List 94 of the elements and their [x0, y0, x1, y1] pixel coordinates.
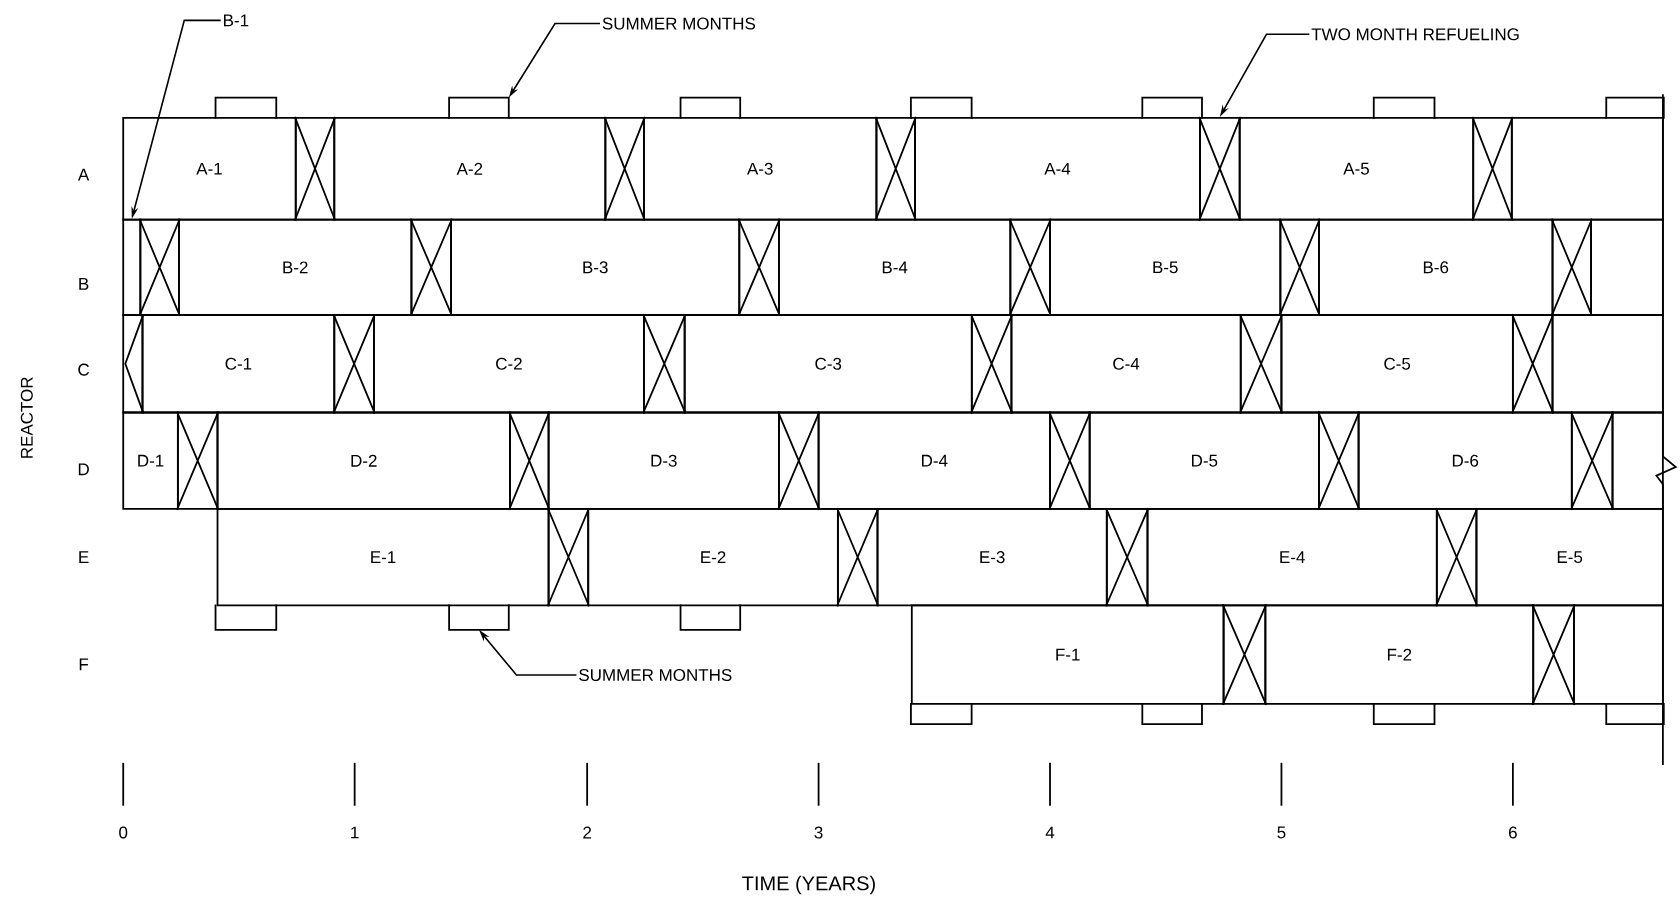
row-label: B [79, 278, 89, 290]
cycle-box: D-6 [1357, 411, 1573, 510]
cycle-box: E-3 [876, 508, 1108, 607]
tick-label: 4 [1045, 826, 1055, 839]
cycle-box: F-2 [1264, 604, 1535, 705]
cycle-box: C-5 [1280, 314, 1514, 414]
refueling-box [1471, 116, 1514, 222]
cycle-box [1573, 604, 1664, 705]
summer-bar [679, 96, 742, 120]
refueling-box [874, 116, 917, 222]
axis-title: REACTOR [20, 377, 33, 458]
refueling-box [138, 217, 181, 317]
cycle-box: C-3 [683, 314, 973, 414]
refueling-box [777, 410, 821, 511]
cycle-box: B-2 [178, 218, 413, 316]
summer-bar [1141, 702, 1203, 725]
callout-text: TWO MONTH REFUELING [1311, 28, 1519, 41]
summer-bar [1372, 96, 1436, 120]
refueling-box [1531, 603, 1576, 706]
cycle-box [1611, 411, 1664, 510]
callout-text: SUMMER MONTHS [579, 669, 732, 681]
summer-bar [679, 603, 742, 631]
refueling-box [1198, 116, 1242, 222]
row-label: D [78, 463, 89, 476]
refueling-box [546, 507, 590, 608]
summer-bar [214, 96, 278, 120]
cycle-box: E-1 [216, 508, 550, 607]
cycle-box: A-4 [914, 116, 1201, 221]
summer-bar [1141, 96, 1203, 120]
tick-label: 0 [119, 826, 128, 839]
tick-label: 2 [583, 826, 591, 839]
refueling-box [642, 313, 687, 415]
refueling-box [409, 217, 453, 317]
summer-bar [1605, 96, 1665, 120]
refueling-box [1570, 410, 1615, 511]
refueling-box [1435, 507, 1479, 608]
cycle-box: D-1 [122, 411, 179, 510]
cycle-box: A-5 [1238, 116, 1475, 221]
cycle-box: A-2 [333, 116, 607, 221]
row-label: F [79, 658, 89, 671]
row-label: A [77, 168, 90, 181]
row-label: E [79, 551, 89, 563]
tick-label: 6 [1509, 826, 1517, 839]
refueling-box [176, 410, 220, 511]
cycle-box: A-3 [643, 116, 878, 221]
cycle-box: B-5 [1049, 218, 1282, 316]
cycle-box: F-1 [910, 604, 1225, 705]
refueling-box [603, 116, 646, 222]
refueling-box [836, 507, 880, 608]
summer-bar [448, 603, 510, 631]
refueling-box [1238, 313, 1284, 415]
refueling-box [737, 217, 781, 317]
summer-bar [214, 603, 278, 631]
row-label: C [78, 363, 90, 376]
cycle-box: E-4 [1146, 508, 1438, 607]
refueling-box [1317, 410, 1361, 511]
refueling-box [1105, 507, 1150, 608]
cycle-box: B-6 [1318, 218, 1554, 316]
refueling-box [1008, 217, 1052, 317]
callout-text: SUMMER MONTHS [602, 17, 756, 30]
cycle-box: D-4 [817, 411, 1051, 510]
axis-title: TIME (YEARS) [742, 875, 875, 895]
summer-bar [910, 96, 973, 120]
tick-label: 3 [814, 826, 823, 839]
cycle-box [1510, 116, 1664, 221]
refueling-box [1048, 410, 1092, 511]
cycle-box: E-2 [587, 508, 839, 607]
summer-bar [448, 96, 510, 120]
cycle-box: A-1 [122, 116, 297, 221]
cycle-box: B-3 [450, 218, 741, 316]
cycle-box [1551, 314, 1664, 414]
refueling-box [1550, 217, 1593, 317]
cycle-box: B-4 [778, 218, 1012, 316]
cycle-box: C-4 [1010, 314, 1242, 414]
cycle-box: D-2 [216, 411, 511, 510]
cycle-box: C-2 [373, 314, 645, 414]
summer-bar [910, 702, 973, 725]
refueling-box [970, 313, 1014, 415]
refueling-box [1511, 313, 1555, 415]
refueling-box [332, 313, 376, 415]
tick-label: 1 [351, 826, 359, 839]
cycle-box: D-5 [1088, 411, 1320, 510]
cycle-box: E-5 [1475, 508, 1664, 607]
summer-bar [1372, 702, 1436, 725]
refueling-box [122, 313, 145, 415]
tick-label: 5 [1277, 826, 1286, 839]
refueling-box [1278, 217, 1321, 317]
refueling-box [508, 410, 551, 511]
summer-bar [1605, 702, 1665, 725]
cycle-box [1590, 218, 1664, 316]
callout-text: B-1 [224, 14, 249, 27]
cycle-box [122, 218, 142, 316]
cycle-box: C-1 [141, 314, 336, 414]
cycle-box: D-3 [547, 411, 780, 510]
